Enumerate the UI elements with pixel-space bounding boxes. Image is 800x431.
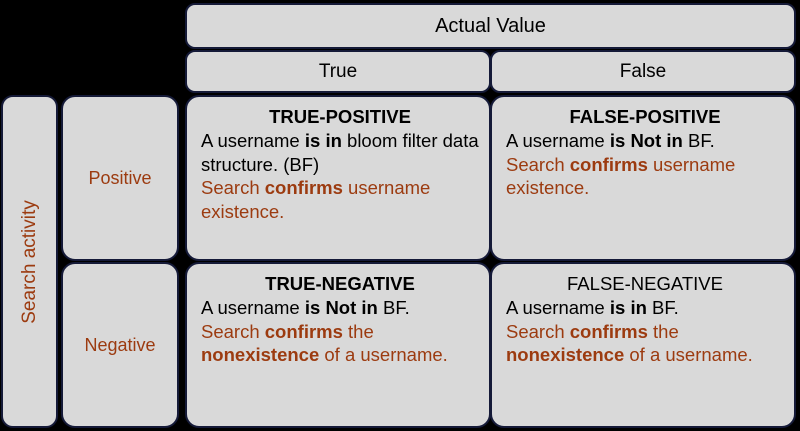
tn-l2-e: of a username. — [319, 344, 448, 366]
quadrant-true-positive-line1: A username is in bloom filter data struc… — [201, 129, 479, 176]
fn-l1-a: A username — [506, 297, 610, 319]
tn-l2-d: nonexistence — [201, 344, 320, 366]
column-header-true: True — [185, 50, 491, 93]
quadrant-false-negative: FALSE-NEGATIVE A username is in BF. Sear… — [490, 262, 796, 428]
quadrant-true-negative-line1: A username is Not in BF. — [201, 296, 479, 319]
fp-l2-c: username existence. — [506, 153, 736, 199]
quadrant-false-positive-title: FALSE-POSITIVE — [569, 106, 721, 127]
fp-l2-b: confirms — [569, 153, 648, 175]
fp-l1-c: BF. — [682, 130, 715, 152]
tp-l2-c: username existence. — [201, 177, 431, 222]
tn-l2-b: confirms — [264, 320, 343, 342]
quadrant-false-positive: FALSE-POSITIVE A username is Not in BF. … — [490, 95, 796, 261]
tp-l2-b: confirms — [264, 177, 343, 199]
quadrant-false-negative-line1: A username is in BF. — [506, 296, 784, 319]
tn-l1-b: is Not in — [304, 297, 378, 319]
fn-l1-c: BF. — [646, 297, 679, 319]
row-axis-title: Search activity — [1, 95, 58, 428]
quadrant-true-negative: TRUE-NEGATIVE A username is Not in BF. S… — [185, 262, 491, 428]
tp-l2-a: Search — [201, 177, 265, 199]
quadrant-false-positive-line2: Search confirms username existence. — [506, 153, 784, 200]
fn-l1-b: is in — [609, 297, 647, 319]
quadrant-true-negative-title: TRUE-NEGATIVE — [265, 273, 415, 294]
quadrant-false-negative-title: FALSE-NEGATIVE — [567, 273, 723, 294]
fn-l2-d: nonexistence — [506, 344, 625, 366]
fn-l2-c: the — [647, 320, 679, 342]
quadrant-false-negative-line2: Search confirms the nonexistence of a us… — [506, 320, 784, 367]
quadrant-true-positive-title: TRUE-POSITIVE — [269, 106, 411, 127]
fp-l1-a: A username — [506, 130, 610, 152]
fp-l2-a: Search — [506, 153, 570, 175]
fn-l2-e: of a username. — [624, 344, 753, 366]
quadrant-true-positive: TRUE-POSITIVE A username is in bloom fil… — [185, 95, 491, 261]
quadrant-false-positive-line1: A username is Not in BF. — [506, 129, 784, 152]
tn-l2-a: Search — [201, 320, 265, 342]
tn-l2-c: the — [342, 320, 374, 342]
fn-l2-b: confirms — [569, 320, 648, 342]
row-header-positive: Positive — [61, 95, 179, 261]
quadrant-true-negative-line2: Search confirms the nonexistence of a us… — [201, 320, 479, 367]
tn-l1-a: A username — [201, 297, 305, 319]
column-header-false: False — [490, 50, 796, 93]
quadrant-true-positive-line2: Search confirms username existence. — [201, 176, 479, 223]
row-axis-title-text: Search activity — [18, 199, 40, 324]
fp-l1-b: is Not in — [609, 130, 683, 152]
column-axis-title: Actual Value — [185, 3, 796, 49]
tp-l1-c: bloom filter data structure. (BF) — [201, 130, 479, 175]
tp-l1-a: A username — [201, 130, 305, 152]
fn-l2-a: Search — [506, 320, 570, 342]
row-header-negative: Negative — [61, 262, 179, 428]
tn-l1-c: BF. — [377, 297, 410, 319]
tp-l1-b: is in — [304, 130, 342, 152]
